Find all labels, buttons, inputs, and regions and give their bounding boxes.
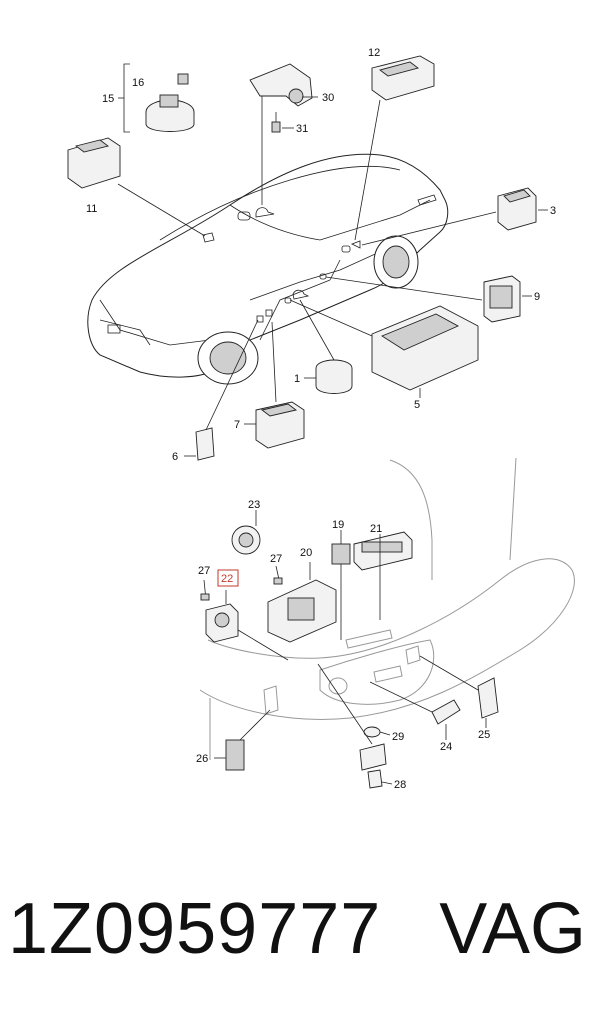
part-15-16-drawing (118, 63, 195, 133)
part-1-drawing (299, 299, 353, 394)
callout-7: 7 (234, 419, 240, 431)
callout-3: 3 (550, 205, 556, 217)
callout-23: 23 (248, 499, 260, 511)
callout-29: 29 (392, 731, 404, 743)
callout-22: 22 (221, 573, 233, 585)
car-switch-markers (202, 207, 361, 323)
callout-20: 20 (300, 547, 312, 559)
callout-28: 28 (394, 779, 406, 791)
callout-labels: 16 15 30 31 12 11 3 9 5 1 7 6 23 19 21 2… (86, 47, 556, 791)
callout-16: 16 (132, 77, 144, 89)
callout-31: 31 (296, 123, 308, 135)
part-30-31-drawing (249, 63, 318, 205)
part-11-drawing (67, 137, 206, 237)
part-3-drawing (361, 187, 548, 246)
callout-12: 12 (368, 47, 380, 59)
part-9-drawing (325, 275, 532, 323)
callout-1: 1 (294, 373, 300, 385)
callout-9: 9 (534, 291, 540, 303)
part-number: 1Z0959777 (8, 889, 382, 969)
callout-6: 6 (172, 451, 178, 463)
part-12-drawing (354, 55, 435, 241)
callout-19: 19 (332, 519, 344, 531)
callout-11: 11 (86, 203, 97, 215)
callout-24: 24 (440, 741, 452, 753)
part-5-drawing (289, 299, 479, 398)
parts-diagram: 16 15 30 31 12 11 3 9 5 1 7 6 23 19 21 2… (67, 47, 575, 791)
callout-25: 25 (478, 729, 490, 741)
callout-30: 30 (322, 92, 334, 104)
callout-15: 15 (102, 93, 114, 105)
seat-parts-drawing (200, 510, 499, 789)
part-7-drawing (244, 321, 305, 449)
callout-5: 5 (414, 399, 420, 411)
car-illustration (87, 153, 449, 385)
brand-name: VAG (439, 889, 586, 969)
callout-27a: 27 (198, 565, 210, 577)
callout-27b: 27 (270, 553, 282, 565)
seat-illustration (199, 457, 575, 760)
callout-26: 26 (196, 753, 208, 765)
callout-21: 21 (370, 523, 382, 535)
part-6-drawing (184, 319, 259, 461)
callout-22-highlight-box (217, 569, 239, 587)
